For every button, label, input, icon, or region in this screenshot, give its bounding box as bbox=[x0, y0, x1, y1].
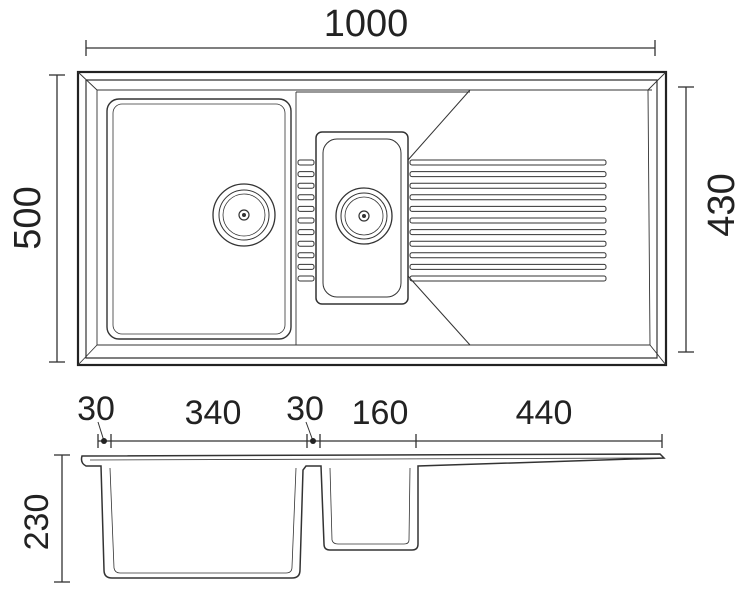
drainer-groove bbox=[409, 275, 607, 282]
divider-rib bbox=[297, 205, 315, 212]
bowl-depth-dimension-line bbox=[54, 454, 70, 583]
drainer-groove bbox=[409, 182, 607, 189]
top-view: 1000 500 430 bbox=[7, 3, 743, 367]
divider-label: 30 bbox=[286, 390, 324, 428]
overall-width-label: 1000 bbox=[324, 3, 409, 45]
main-bowl bbox=[106, 92, 297, 345]
drainer-groove bbox=[409, 159, 607, 166]
divider-rib bbox=[297, 275, 315, 282]
drainer-groove bbox=[409, 252, 607, 259]
dimension-leader-dots bbox=[97, 421, 316, 444]
main-bowl-drain-icon bbox=[212, 183, 276, 247]
sink-cross-section bbox=[80, 453, 666, 579]
divider-rib bbox=[297, 194, 315, 201]
drainer-groove bbox=[409, 205, 607, 212]
divider-rib bbox=[297, 217, 315, 224]
drainer-groove bbox=[409, 229, 607, 236]
depth-dimension-line bbox=[49, 74, 65, 363]
divider-rib bbox=[297, 229, 315, 236]
section-view: 30 340 30 160 440 230 bbox=[18, 390, 666, 583]
drainer-board bbox=[296, 89, 471, 346]
small-bowl bbox=[315, 131, 409, 305]
drainer-groove bbox=[409, 240, 607, 247]
drainer-length-label: 440 bbox=[516, 394, 573, 432]
bowl-depth-label: 230 bbox=[18, 494, 56, 551]
divider-rib bbox=[297, 171, 315, 178]
section-dimension-line bbox=[97, 434, 663, 448]
edge-left-label: 30 bbox=[77, 390, 115, 428]
overall-depth-label: 500 bbox=[7, 186, 49, 249]
divider-rib bbox=[297, 159, 315, 166]
drainer-groove bbox=[409, 194, 607, 201]
sink-inner-rim bbox=[85, 79, 658, 359]
divider-rib bbox=[297, 240, 315, 247]
drainer-groove bbox=[409, 171, 607, 178]
width-dimension-line bbox=[85, 40, 656, 56]
drainer-groove bbox=[409, 263, 607, 270]
drainer-depth-dimension-line bbox=[678, 86, 694, 353]
divider-rib bbox=[297, 263, 315, 270]
small-bowl-width-label: 160 bbox=[352, 394, 409, 432]
drainer-depth-label: 430 bbox=[701, 173, 743, 236]
divider-rib bbox=[297, 182, 315, 189]
divider-rib bbox=[297, 252, 315, 259]
small-bowl-drain-icon bbox=[335, 187, 393, 245]
divider-ribs bbox=[297, 159, 315, 282]
drainer-grooves bbox=[409, 159, 607, 282]
main-bowl-width-label: 340 bbox=[185, 394, 242, 432]
drainer-groove bbox=[409, 217, 607, 224]
